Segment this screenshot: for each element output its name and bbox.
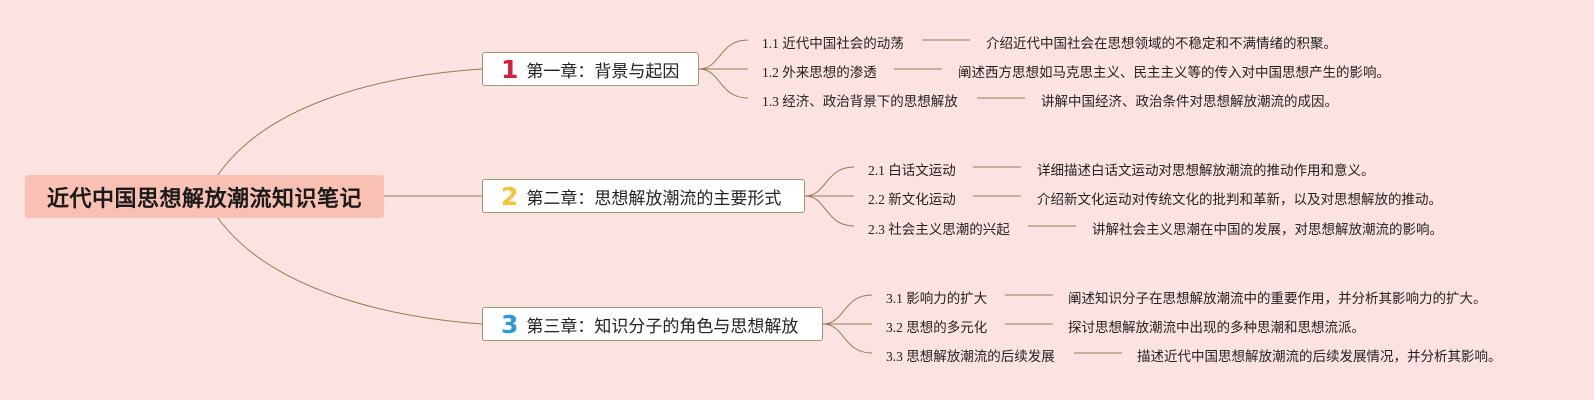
chapter-number-3: 3 [501,309,519,339]
connector-root-ch3 [217,217,483,325]
subtopic-1-2-description[interactable]: 阐述西方思想如马克思主义、民主主义等的传入对中国思想产生的影响。 [958,65,1390,80]
chapter-1-title: 第一章：背景与起因 [526,61,680,82]
chapter-3-title: 第三章：知识分子的角色与思想解放 [526,316,799,337]
subtopic-2-3[interactable]: 2.3 社会主义思潮的兴起 [868,222,1010,237]
connector-ch2-item1 [804,166,855,197]
subtopic-3-2[interactable]: 3.2 思想的多元化 [886,320,988,335]
subtopic-1-3[interactable]: 1.3 经济、政治背景下的思想解放 [762,94,958,109]
subtopic-2-2[interactable]: 2.2 新文化运动 [868,192,956,207]
subtopic-1-1-description[interactable]: 介绍近代中国社会在思想领域的不稳定和不满情绪的积聚。 [986,36,1337,51]
subtopic-3-3[interactable]: 3.3 思想解放潮流的后续发展 [886,349,1055,364]
chapter-number-1: 1 [501,54,519,84]
root-topic[interactable]: 近代中国思想解放潮流知识笔记 [25,175,384,218]
chapter-1-topic[interactable]: 1 第一章：背景与起因 [482,52,699,86]
chapter-3-topic[interactable]: 3 第三章：知识分子的角色与思想解放 [482,307,823,341]
subtopic-2-1-description[interactable]: 详细描述白话文运动对思想解放潮流的推动作用和意义。 [1037,163,1375,178]
connector-ch3-item3 [822,323,873,354]
connector-ch1-item1 [698,39,749,70]
subtopic-3-3-description[interactable]: 描述近代中国思想解放潮流的后续发展情况，并分析其影响。 [1137,349,1502,364]
subtopic-3-1-description[interactable]: 阐述知识分子在思想解放潮流中的重要作用，并分析其影响力的扩大。 [1068,291,1487,306]
connector-ch1-item3 [698,68,749,99]
connector-root-ch1 [217,68,483,176]
subtopic-1-1[interactable]: 1.1 近代中国社会的动荡 [762,36,904,51]
subtopic-3-2-description[interactable]: 探讨思想解放潮流中出现的多种思潮和思想流派。 [1068,320,1365,335]
chapter-number-2: 2 [501,181,519,211]
subtopic-2-2-description[interactable]: 介绍新文化运动对传统文化的批判和革新，以及对思想解放的推动。 [1037,192,1442,207]
subtopic-3-1[interactable]: 3.1 影响力的扩大 [886,291,988,306]
chapter-2-topic[interactable]: 2 第二章：思想解放潮流的主要形式 [482,179,805,213]
subtopic-1-2[interactable]: 1.2 外来思想的渗透 [762,65,877,80]
subtopic-2-1[interactable]: 2.1 白话文运动 [868,163,956,178]
connector-ch3-item1 [822,294,873,325]
connector-ch2-item3 [804,195,855,227]
subtopic-2-3-description[interactable]: 讲解社会主义思潮在中国的发展，对思想解放潮流的影响。 [1092,222,1443,237]
subtopic-1-3-description[interactable]: 讲解中国经济、政治条件对思想解放潮流的成因。 [1041,94,1338,109]
chapter-2-title: 第二章：思想解放潮流的主要形式 [526,188,782,209]
